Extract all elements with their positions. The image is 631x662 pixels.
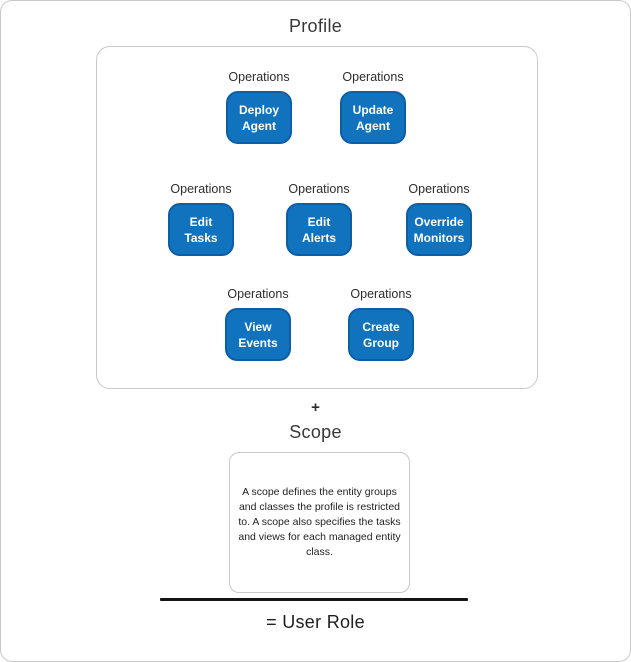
operation-group-edit-alerts: Operations Edit Alerts (286, 182, 352, 256)
operation-box-label: Edit Alerts (301, 214, 336, 245)
operation-box-override-monitors: Override Monitors (406, 203, 472, 256)
operation-box-edit-alerts: Edit Alerts (286, 203, 352, 256)
profile-title: Profile (288, 16, 343, 36)
operations-label: Operations (350, 287, 412, 301)
scope-description: A scope defines the entity groups and cl… (238, 486, 401, 558)
operation-box-label: Deploy Agent (238, 102, 279, 133)
operations-label: Operations (342, 70, 404, 84)
operation-box-deploy-agent: Deploy Agent (226, 91, 292, 144)
operation-box-edit-tasks: Edit Tasks (168, 203, 234, 256)
operation-box-create-group: Create Group (348, 308, 414, 361)
operation-box-view-events: View Events (225, 308, 291, 361)
operation-group-create-group: Operations Create Group (348, 287, 414, 361)
operation-box-update-agent: Update Agent (340, 91, 406, 144)
operation-box-label: Override Monitors (413, 214, 465, 245)
operation-box-label: Edit Tasks (184, 214, 218, 245)
operations-label: Operations (227, 287, 289, 301)
plus-symbol: + (311, 399, 320, 416)
operation-box-label: View Events (238, 319, 278, 350)
scope-title: Scope (289, 422, 342, 442)
operations-label: Operations (228, 70, 290, 84)
operation-group-view-events: Operations View Events (225, 287, 291, 361)
operations-label: Operations (288, 182, 350, 196)
operation-group-deploy-agent: Operations Deploy Agent (226, 70, 292, 144)
operation-box-label: Update Agent (352, 102, 394, 133)
scope-box: A scope defines the entity groups and cl… (229, 452, 410, 593)
user-role-result-label: = User Role (266, 612, 365, 632)
profile-container: Operations Deploy Agent Operations Updat… (96, 46, 538, 389)
operation-box-label: Create Group (362, 319, 400, 350)
operation-group-override-monitors: Operations Override Monitors (406, 182, 472, 256)
operation-group-update-agent: Operations Update Agent (340, 70, 406, 144)
sum-divider-line (160, 598, 468, 601)
operations-label: Operations (408, 182, 470, 196)
operation-group-edit-tasks: Operations Edit Tasks (168, 182, 234, 256)
operations-label: Operations (170, 182, 232, 196)
